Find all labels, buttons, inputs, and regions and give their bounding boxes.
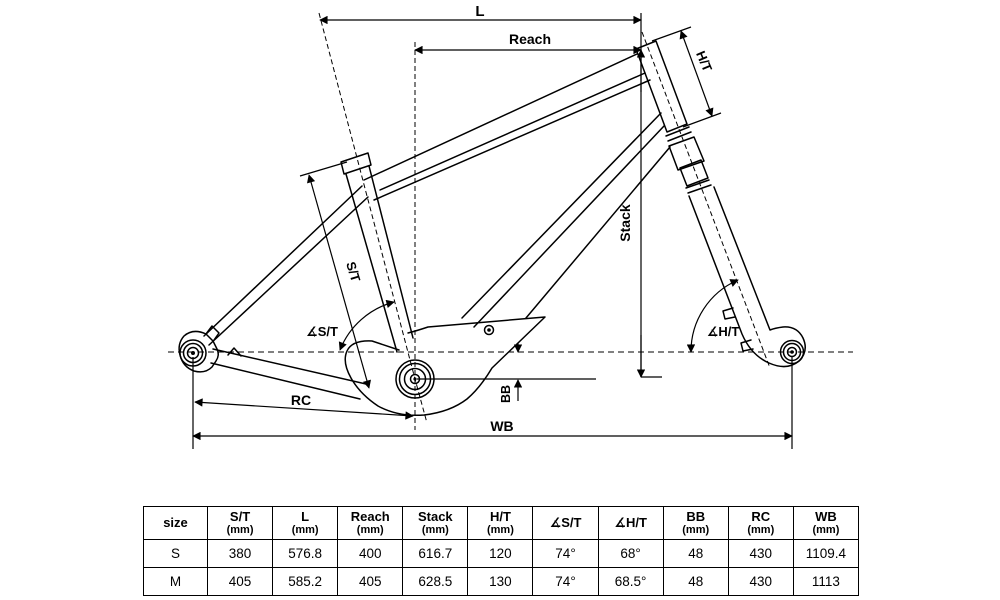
fork-seal-rings: [685, 179, 712, 194]
motor-housing: [344, 316, 546, 417]
cell-reach: 405: [337, 567, 404, 596]
label-seat-tube-angle: ∡S/T: [306, 324, 338, 339]
seat-collar: [340, 152, 372, 175]
label-head-tube: H/T: [693, 49, 715, 74]
head-tube: [635, 40, 688, 133]
cell-stack: 628.5: [402, 567, 469, 596]
cell-bb: 48: [662, 539, 729, 568]
fork-lower-leg: [688, 186, 806, 368]
rear-axle: [179, 339, 207, 367]
seat-angle-arc: [338, 299, 395, 351]
label-bb-drop: BB: [499, 385, 513, 403]
header-seat-tube: S/T(mm): [206, 506, 274, 540]
table-row-size-s: S 380 576.8 400 616.7 120 74° 68° 48 430…: [143, 539, 860, 568]
header-bb: BB(mm): [662, 506, 729, 540]
cell-ht: 130: [467, 567, 534, 596]
cell-size: M: [143, 567, 208, 596]
head-angle-arc: [686, 279, 739, 353]
chainstay-bump: [227, 347, 242, 357]
dimension-lines: [192, 13, 793, 449]
bb-ring-2: [403, 367, 427, 391]
front-axle-ring: [782, 342, 802, 362]
header-head-angle: ∡H/T: [597, 506, 664, 540]
bike-geometry-diagram: L Reach H/T Stack S/T ∡S/T ∡H/T BB RC WB: [168, 3, 853, 449]
cell-l: 585.2: [272, 567, 339, 596]
cell-reach: 400: [337, 539, 404, 568]
header-head-tube: H/T(mm): [467, 506, 534, 540]
fork-cable-guide-1: [722, 307, 736, 320]
rear-axle-hub: [186, 346, 200, 360]
header-stack: Stack(mm): [402, 506, 469, 540]
dim-rear-center: [194, 398, 414, 420]
cell-st: 405: [206, 567, 274, 596]
cell-rc: 430: [727, 539, 794, 568]
dim-seat-tube: [307, 174, 371, 389]
top-tube-lower: [373, 79, 651, 201]
geometry-table: size S/T(mm) L(mm) Reach(mm) Stack(mm) H…: [143, 506, 860, 596]
dropout-tab: [205, 325, 220, 341]
cell-size: S: [143, 539, 208, 568]
top-tube-seam: [379, 72, 646, 191]
motor-bolt-center: [487, 328, 491, 332]
dimension-labels: L Reach H/T Stack S/T ∡S/T ∡H/T BB RC WB: [291, 3, 739, 434]
down-tube-lower: [525, 146, 671, 319]
fork-stanchion: [679, 159, 709, 187]
header-reach: Reach(mm): [337, 506, 404, 540]
rear-dropout: [178, 330, 220, 373]
label-reach: Reach: [509, 31, 551, 47]
cell-wb: 1109.4: [792, 539, 860, 568]
label-length: L: [475, 3, 484, 20]
cell-st-angle: 74°: [532, 539, 599, 568]
seat-tube: [345, 165, 414, 353]
seat-tube-axis: [318, 12, 428, 424]
label-head-tube-angle: ∡H/T: [707, 324, 740, 339]
rear-axle-ring: [182, 342, 204, 364]
cell-st-angle: 74°: [532, 567, 599, 596]
label-seat-tube: S/T: [343, 260, 363, 284]
front-axle-hub: [786, 346, 798, 358]
headset-rings: [665, 126, 692, 142]
bb-center: [413, 377, 417, 381]
header-size: size: [143, 506, 208, 540]
chain-stays: [210, 348, 367, 400]
dim-head-tube: [679, 30, 714, 117]
steering-axis: [641, 31, 771, 369]
header-rc: RC(mm): [727, 506, 794, 540]
fork-crown: [668, 136, 705, 171]
rear-axle-center: [191, 351, 195, 355]
seat-stays: [203, 185, 369, 346]
front-axle-center: [790, 350, 794, 354]
cell-ht: 120: [467, 539, 534, 568]
header-wb: WB(mm): [792, 506, 860, 540]
header-seat-angle: ∡S/T: [532, 506, 599, 540]
cell-st: 380: [206, 539, 274, 568]
label-wheelbase: WB: [490, 418, 513, 434]
label-stack: Stack: [617, 204, 633, 242]
label-rear-center: RC: [291, 392, 311, 408]
head-tube-ext-bottom: [682, 112, 722, 128]
head-tube-ext-top: [651, 26, 692, 42]
top-tube-upper: [363, 53, 638, 181]
motor-bolt: [483, 324, 495, 336]
cell-wb: 1113: [792, 567, 860, 596]
bb-shell: [395, 359, 435, 399]
table-row-size-m: M 405 585.2 405 628.5 130 74° 68.5° 48 4…: [143, 567, 860, 596]
cell-l: 576.8: [272, 539, 339, 568]
header-row: size S/T(mm) L(mm) Reach(mm) Stack(mm) H…: [143, 506, 860, 540]
construction-lines: [168, 12, 853, 430]
seat-tube-ext-top: [299, 161, 348, 177]
header-length: L(mm): [272, 506, 339, 540]
front-axle: [779, 339, 805, 365]
fork-cable-guide-2: [740, 339, 754, 352]
down-tube-seam: [473, 125, 665, 328]
down-tube-upper: [461, 112, 662, 319]
cell-rc: 430: [727, 567, 794, 596]
cell-bb: 48: [662, 567, 729, 596]
cell-stack: 616.7: [402, 539, 469, 568]
bb-ring-1: [398, 362, 432, 396]
cell-ht-angle: 68°: [597, 539, 664, 568]
cell-ht-angle: 68.5°: [597, 567, 664, 596]
frame-art: [178, 40, 806, 417]
bb-ring-3: [409, 373, 421, 385]
